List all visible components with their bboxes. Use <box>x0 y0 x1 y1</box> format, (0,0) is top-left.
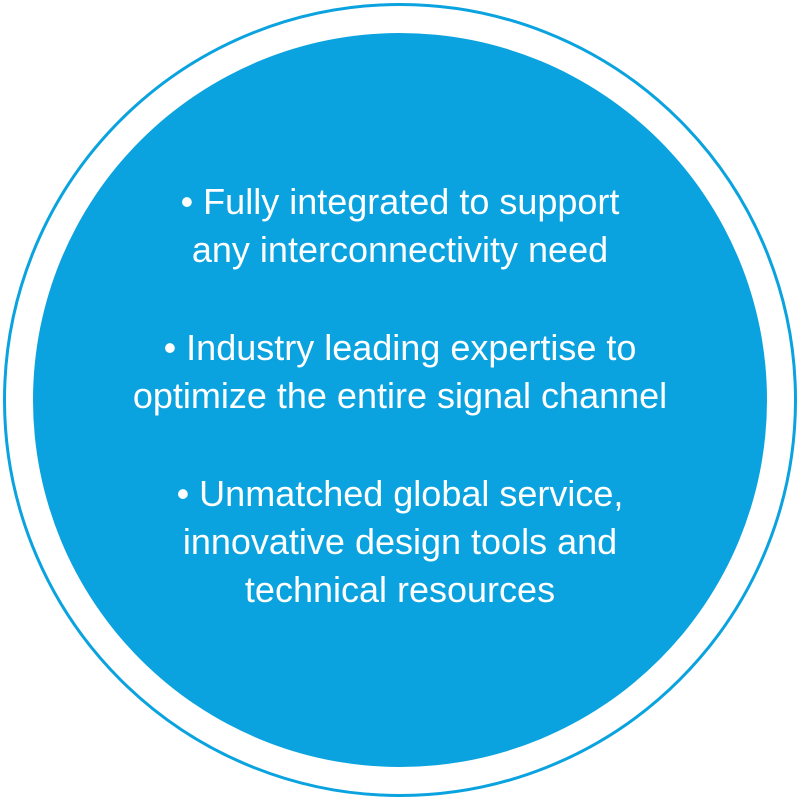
bullet-expertise: • Industry leading expertise to optimize… <box>60 324 740 420</box>
bullet-service: • Unmatched global service, innovative d… <box>60 470 740 614</box>
bullet-line: technical resources <box>244 569 556 610</box>
bullet-line: optimize the entire signal channel <box>132 375 668 416</box>
outer-ring <box>3 3 797 797</box>
bullet-list: • Fully integrated to support any interc… <box>60 178 740 664</box>
blue-circle <box>33 33 767 767</box>
bullet-line: any interconnectivity need <box>191 229 609 270</box>
bullet-integration: • Fully integrated to support any interc… <box>60 178 740 274</box>
bullet-line: innovative design tools and <box>182 521 618 562</box>
bullet-line: • Industry leading expertise to <box>163 327 637 368</box>
bullet-line: • Fully integrated to support <box>180 181 620 222</box>
bullet-line: • Unmatched global service, <box>176 473 624 514</box>
